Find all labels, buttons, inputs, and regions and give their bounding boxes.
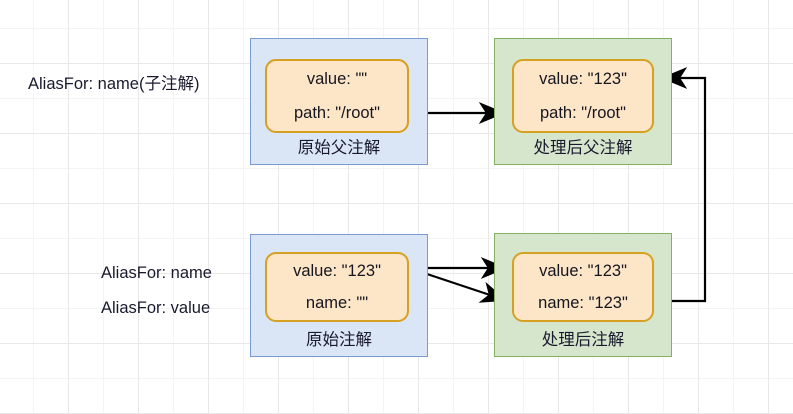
card-processed-attributes[interactable]: value: "123" name: "123" [512, 252, 654, 322]
card-line-value: value: "123" [539, 261, 627, 280]
label-aliasfor-name-child: AliasFor: name(子注解) [28, 75, 200, 93]
card-original-attributes[interactable]: value: "123" name: "" [265, 252, 409, 322]
card-line-path: path: "/root" [293, 103, 380, 122]
card-processed-parent-attributes[interactable]: value: "123" path: "/root" [512, 59, 654, 133]
card-line-name: name: "123" [538, 294, 628, 312]
card-line-value: value: "123" [539, 70, 627, 88]
group-caption-original-parent: 原始父注解 [297, 138, 381, 157]
card-line-value: value: "" [306, 70, 368, 88]
group-caption-original: 原始注解 [306, 330, 372, 349]
label-aliasfor-name: AliasFor: name [101, 264, 212, 282]
card-original-parent-attributes[interactable]: value: "" path: "/root" [265, 59, 409, 133]
card-line-value: value: "123" [293, 261, 381, 280]
group-caption-processed-parent: 处理后父注解 [533, 138, 633, 157]
group-caption-processed: 处理后注解 [541, 330, 625, 349]
card-line-name: name: "" [305, 294, 369, 312]
card-line-path: path: "/root" [539, 103, 626, 122]
label-aliasfor-value: AliasFor: value [101, 299, 211, 317]
